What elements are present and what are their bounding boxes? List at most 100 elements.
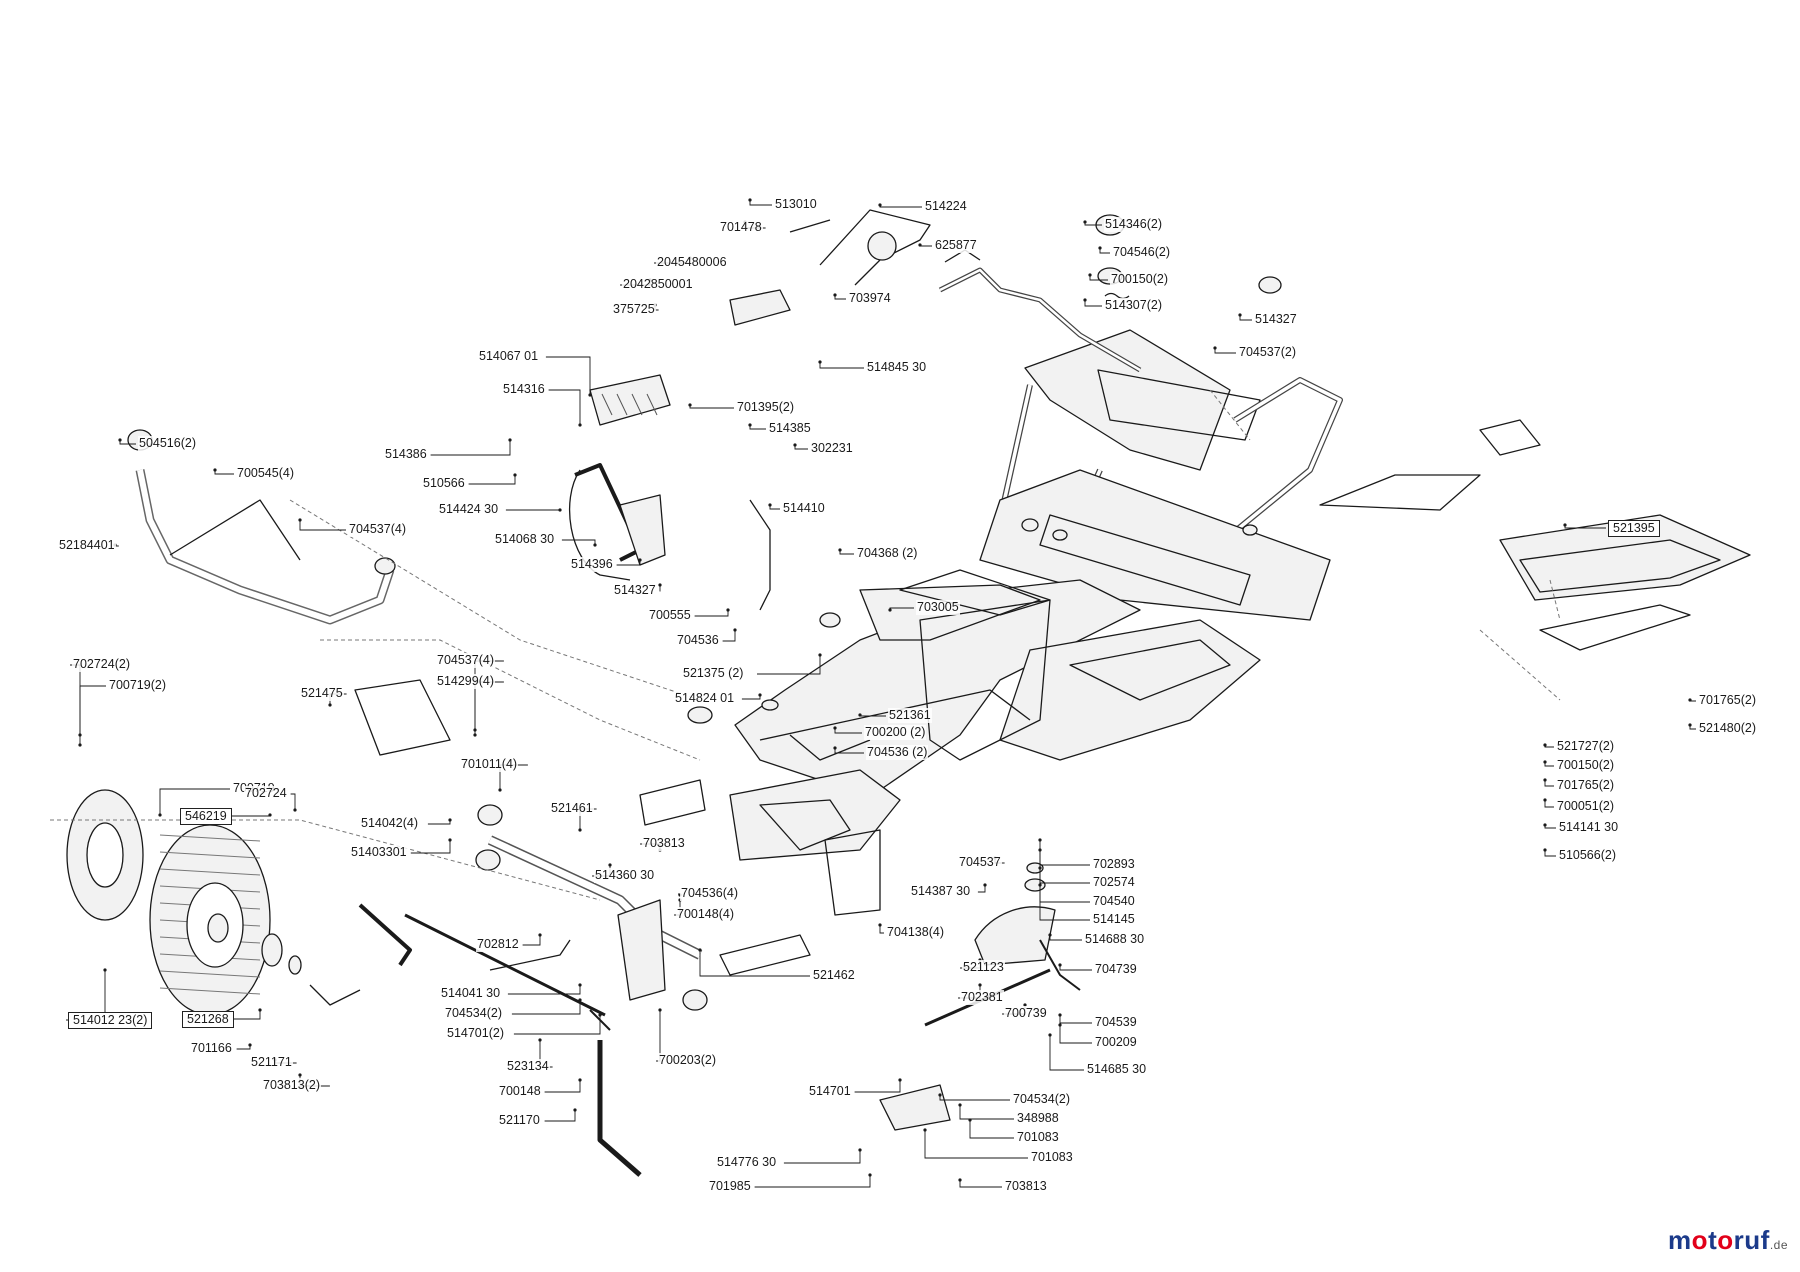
logo-text: motoruf (1668, 1225, 1770, 1255)
leader-line (299, 520, 346, 531)
pedal-spring (568, 469, 631, 581)
leader-line (511, 1000, 581, 1015)
leader-dot (1563, 523, 1567, 527)
leader-line (236, 1045, 251, 1050)
part-label: 514424 30 (438, 502, 500, 517)
spindle-bushing (682, 989, 708, 1011)
part-label: 700150(2) (1556, 758, 1615, 773)
sector-arm (1039, 939, 1081, 991)
pitman-plate (879, 1084, 951, 1131)
leader-dot (1543, 760, 1547, 764)
leader-dot (793, 443, 797, 447)
shift-rod-inner (939, 268, 1141, 372)
part-label: 514307(2) (1104, 298, 1163, 313)
shift-boss (1021, 518, 1039, 532)
pedal-pad (589, 374, 671, 426)
part-label: 704534(2) (1012, 1092, 1071, 1107)
leader-dot (958, 1178, 962, 1182)
axle-center-bracket (617, 899, 666, 1001)
pedal-tread (646, 393, 658, 416)
leader-dot (78, 743, 82, 747)
leader-line (757, 655, 821, 675)
front-pivot (687, 706, 713, 724)
front-axle-mount (729, 769, 901, 861)
part-label: 514346(2) (1104, 217, 1163, 232)
leader-line (1059, 1025, 1092, 1044)
leader-line (79, 685, 106, 745)
parts-group (50, 209, 1751, 1177)
spindle-left (358, 903, 412, 967)
part-label: 703005 (916, 600, 960, 615)
leader-dot (538, 933, 542, 937)
leader-dot (328, 703, 332, 707)
leader-dot (833, 746, 837, 750)
part-label: 701395(2) (736, 400, 795, 415)
leader-dot (918, 243, 922, 247)
front-pivot-2 (761, 699, 779, 711)
part-label: 514299(4) (436, 674, 495, 689)
part-label: 701083 (1016, 1130, 1060, 1145)
guide-rear (1479, 629, 1561, 701)
part-label: 510566(2) (1558, 848, 1617, 863)
footboard-groove (1069, 639, 1231, 701)
part-label: 521171 (250, 1055, 293, 1070)
leader-line (819, 362, 864, 369)
part-label: 514042(4) (360, 816, 419, 831)
leader-line (1059, 1015, 1092, 1024)
part-label: 702574 (1092, 875, 1136, 890)
part-label: 514012 23(2) (68, 1012, 153, 1029)
part-label: 704537 (958, 855, 1002, 870)
part-label: 700555 (648, 608, 692, 623)
leader-dot (213, 468, 217, 472)
part-label: 514776 30 (716, 1155, 778, 1170)
bumper-end-cap (374, 557, 396, 575)
leader-dot (688, 403, 692, 407)
gear-lever (819, 209, 931, 286)
part-label: 513010 (774, 197, 818, 212)
front-axle-mount-inner (759, 799, 851, 851)
belt-guard (354, 679, 451, 756)
part-label: 514845 30 (866, 360, 928, 375)
part-label: 514385 (768, 421, 812, 436)
part-label: 514386 (384, 447, 428, 462)
part-label: 521461 (550, 801, 594, 816)
leader-line (1084, 300, 1102, 307)
leader-dot (593, 543, 597, 547)
part-label: 514701(2) (446, 1026, 505, 1041)
part-label: 701478 (719, 220, 763, 235)
front-rim-hub (207, 913, 229, 943)
leader-line (1544, 780, 1554, 787)
leader-dot (1038, 866, 1042, 870)
leader-dot (268, 813, 272, 817)
leader-line (474, 660, 504, 730)
leader-line (1544, 850, 1556, 857)
leader-dot (258, 1008, 262, 1012)
part-label: 514067 01 (478, 349, 540, 364)
part-label: 521395 (1608, 520, 1660, 537)
part-label: 514360 30 (594, 868, 656, 883)
leader-line (919, 245, 932, 247)
leader-line (1059, 965, 1092, 971)
part-label: 514410 (782, 501, 826, 516)
part-label: 702893 (1092, 857, 1136, 872)
part-label: 701765(2) (1698, 693, 1757, 708)
leader-dot (1048, 933, 1052, 937)
leader-line (839, 550, 854, 555)
leader-dot (1083, 298, 1087, 302)
part-label: 521727(2) (1556, 739, 1615, 754)
part-label: 702381 (960, 990, 1004, 1005)
leader-dot (978, 983, 982, 987)
part-label: 348988 (1016, 1111, 1060, 1126)
leader-dot (1688, 698, 1692, 702)
leader-dot (698, 948, 702, 952)
part-label: 514387 30 (910, 884, 972, 899)
tire-tread (159, 868, 261, 876)
tank-valve (1258, 276, 1282, 294)
leader-dot (573, 1108, 577, 1112)
leader-line (1049, 1035, 1084, 1071)
part-label: 510566 (422, 476, 466, 491)
spindle-link (309, 984, 361, 1006)
part-label: 514327 (613, 583, 657, 598)
leader-dot (858, 1148, 862, 1152)
leader-line (722, 630, 736, 642)
